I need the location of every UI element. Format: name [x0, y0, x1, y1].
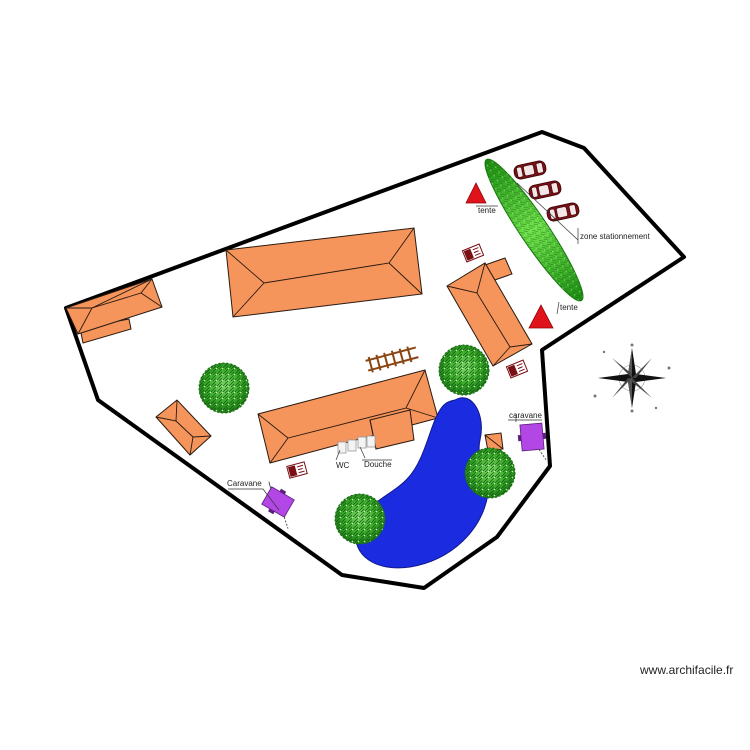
- building-east: [446, 257, 533, 367]
- caravan-icon: [517, 422, 547, 461]
- label-wc: WC: [336, 461, 350, 470]
- pond-hut: [484, 432, 504, 452]
- caravan-icon: [261, 481, 295, 529]
- tree-icon: [198, 362, 250, 414]
- label-caravane-left: Caravane: [227, 479, 262, 488]
- building-main: [225, 227, 423, 318]
- tree-icon: [438, 344, 490, 396]
- label-tente-east: tente: [560, 303, 578, 312]
- tent-icon: [465, 182, 487, 204]
- label-caravane-right: caravane: [509, 411, 542, 420]
- tree-icon: [334, 493, 386, 545]
- railway-track-icon: [365, 346, 419, 373]
- compass-rose-icon: [593, 343, 671, 413]
- leader-lines: [228, 182, 579, 511]
- tree-icon: [464, 447, 516, 499]
- label-tente-north: tente: [478, 206, 496, 215]
- tent-icon: [528, 304, 554, 329]
- building-west: [65, 278, 163, 344]
- label-douche: Douche: [364, 460, 392, 469]
- shower-fixtures: [357, 435, 376, 449]
- pond: [355, 397, 490, 569]
- building-small: [155, 399, 212, 456]
- label-parking: zone stationnement: [580, 232, 651, 241]
- watermark: www.archifacile.fr: [639, 663, 733, 677]
- wc-fixtures: [337, 439, 357, 454]
- hedge: [484, 158, 584, 302]
